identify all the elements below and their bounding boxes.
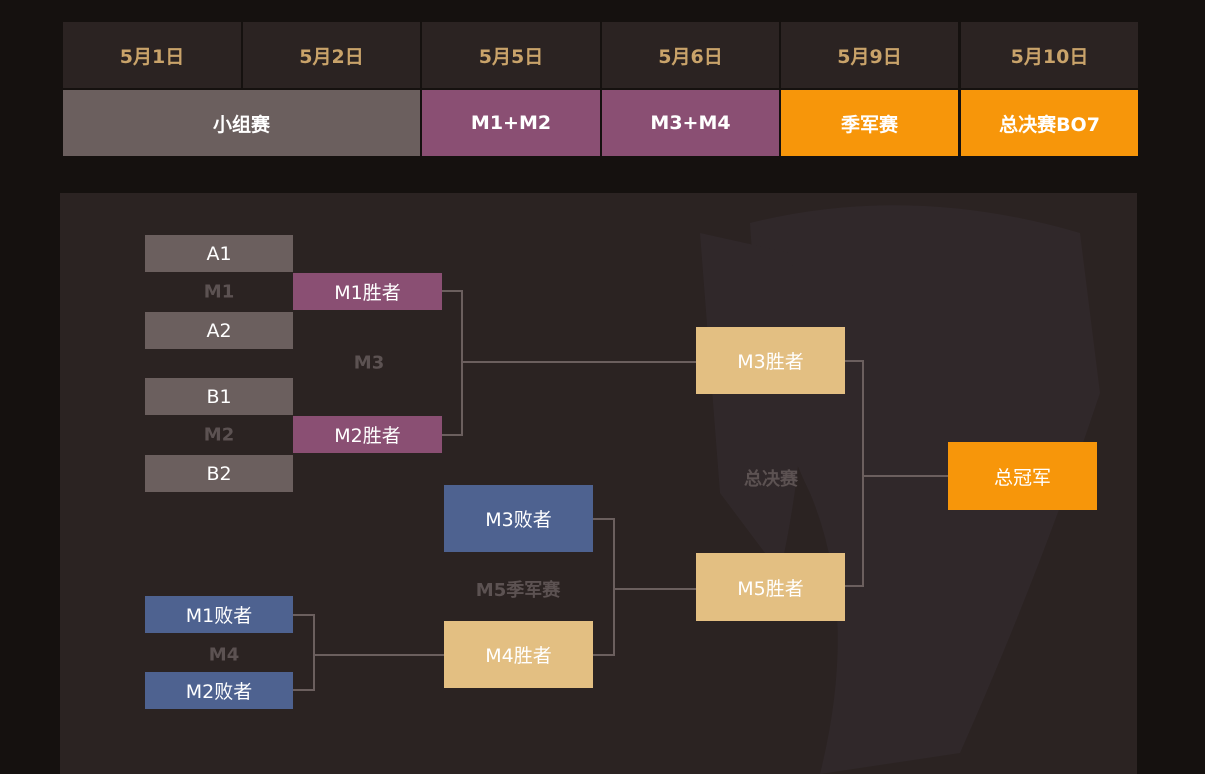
bracket-connector-line	[863, 475, 948, 477]
m4-winner: M4胜者	[444, 621, 593, 688]
stage-third-place: 季军赛	[781, 90, 958, 156]
bracket-connector-line	[614, 588, 696, 590]
date-cell: 5月6日	[602, 22, 779, 88]
bracket-connector-line	[845, 360, 863, 362]
champion: 总冠军	[948, 442, 1097, 510]
m2-winner: M2胜者	[293, 416, 442, 453]
date-cell: 5月9日	[781, 22, 958, 88]
match-label-m1: M1	[203, 281, 235, 303]
m3-winner: M3胜者	[696, 327, 845, 394]
bracket-connector-line	[593, 518, 614, 520]
m1-loser: M1败者	[145, 596, 293, 633]
m1-winner: M1胜者	[293, 273, 442, 310]
bracket-connector-line	[442, 434, 462, 436]
date-cell: 5月1日	[63, 22, 241, 88]
team-b1: B1	[145, 378, 293, 415]
match-label-m5: M5季军赛	[475, 580, 561, 601]
bracket-connector-line	[442, 290, 462, 292]
bracket-connector-line	[314, 654, 444, 656]
match-label-m2: M2	[203, 424, 235, 446]
team-a2: A2	[145, 312, 293, 349]
date-cell: 5月2日	[243, 22, 420, 88]
bracket-connector-line	[593, 654, 614, 656]
team-a1: A1	[145, 235, 293, 272]
bracket-connector-line	[293, 689, 314, 691]
m3-loser: M3败者	[444, 485, 593, 552]
stage-final: 总决赛BO7	[961, 90, 1138, 156]
bracket-connector-line	[313, 614, 315, 691]
stage-group: 小组赛	[63, 90, 420, 156]
match-label-m3: M3	[353, 352, 385, 374]
date-cell: 5月10日	[961, 22, 1138, 88]
date-cell: 5月5日	[422, 22, 600, 88]
bracket-connector-line	[845, 585, 863, 587]
m5-winner: M5胜者	[696, 553, 845, 621]
team-b2: B2	[145, 455, 293, 492]
bracket-connector-line	[293, 614, 314, 616]
match-label-m4: M4	[208, 644, 240, 666]
match-label-final: 总决赛	[744, 469, 798, 490]
bracket-connector-line	[862, 360, 864, 587]
stage-m1-m2: M1+M2	[422, 90, 600, 156]
bracket-connector-line	[462, 361, 696, 363]
stage-m3-m4: M3+M4	[602, 90, 779, 156]
bracket-connector-line	[461, 290, 463, 436]
bracket-connector-line	[613, 518, 615, 656]
m2-loser: M2败者	[145, 672, 293, 709]
